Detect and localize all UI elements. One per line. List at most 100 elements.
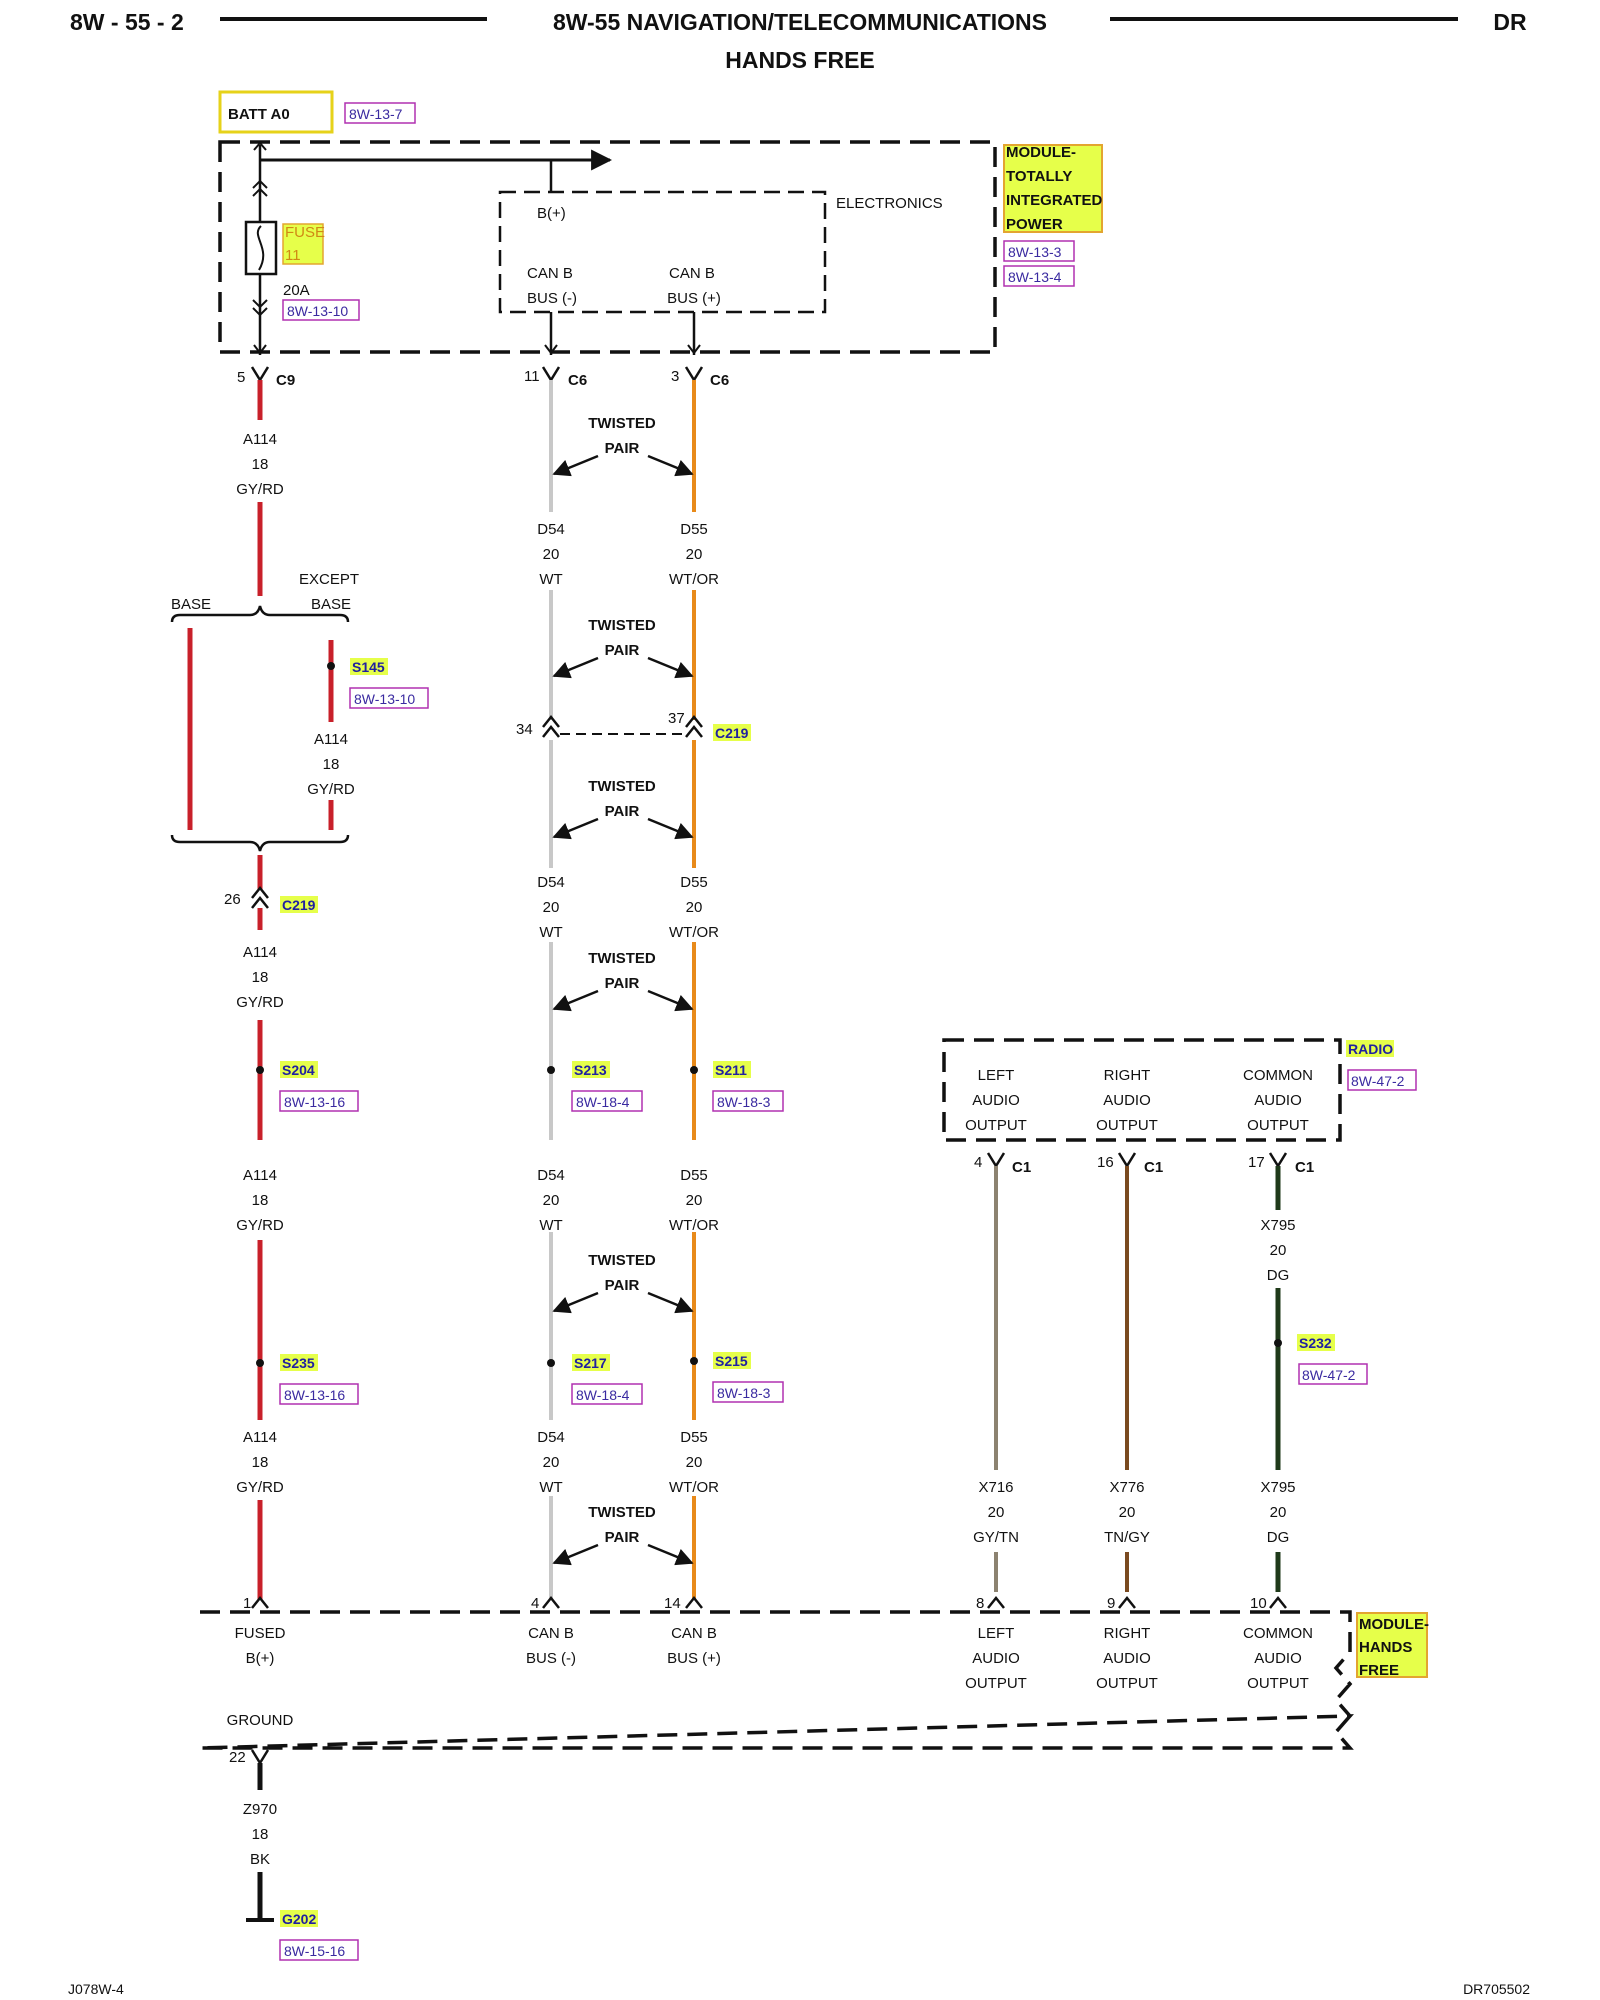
svg-text:AUDIO: AUDIO bbox=[1103, 1650, 1151, 1667]
s204-ref-link[interactable]: 8W-13-16 bbox=[284, 1094, 345, 1110]
electronics-bplus: B(+) bbox=[537, 205, 566, 222]
c219-can-pin-minus: 34 bbox=[516, 721, 533, 738]
fuse-ref-box[interactable] bbox=[282, 299, 360, 321]
s204-name: S204 bbox=[282, 1062, 315, 1078]
svg-text:A114: A114 bbox=[243, 944, 277, 961]
fuse-label: FUSE 11 bbox=[285, 224, 329, 264]
svg-text:COMMON: COMMON bbox=[1243, 1625, 1313, 1642]
s211-ref-box[interactable] bbox=[712, 1090, 784, 1112]
c219-can-minus-icon bbox=[542, 714, 560, 738]
s232-name: S232 bbox=[1299, 1335, 1332, 1351]
ground-pin: 22 bbox=[229, 1749, 246, 1766]
svg-text:GY/RD: GY/RD bbox=[236, 1217, 284, 1234]
radio-ref-box[interactable] bbox=[1347, 1069, 1417, 1091]
batt-ref-link[interactable]: 8W-13-7 bbox=[349, 106, 403, 122]
s145-ref-link[interactable]: 8W-13-10 bbox=[354, 691, 415, 707]
s232-ref-link[interactable]: 8W-47-2 bbox=[1302, 1367, 1356, 1383]
svg-text:A114: A114 bbox=[314, 731, 348, 748]
tipm-ref-link-1[interactable]: 8W-13-3 bbox=[1008, 244, 1062, 260]
s213-name: S213 bbox=[574, 1062, 607, 1078]
footer-right-code: DR705502 bbox=[1463, 1981, 1530, 1997]
svg-text:PAIR: PAIR bbox=[605, 803, 640, 820]
svg-text:X795: X795 bbox=[1260, 1217, 1295, 1234]
s145-ref-box[interactable] bbox=[349, 687, 429, 709]
svg-text:20: 20 bbox=[686, 1192, 703, 1209]
svg-text:WT/OR: WT/OR bbox=[669, 571, 719, 588]
svg-text:X716: X716 bbox=[978, 1479, 1013, 1496]
c219-can-name-box bbox=[713, 724, 751, 741]
svg-text:OUTPUT: OUTPUT bbox=[1096, 1117, 1158, 1134]
g202-name-box bbox=[280, 1910, 318, 1927]
s217-ref-box[interactable] bbox=[571, 1383, 643, 1405]
svg-text:TN/GY: TN/GY bbox=[1104, 1529, 1150, 1546]
svg-text:18: 18 bbox=[252, 969, 269, 986]
page-subtitle: HANDS FREE bbox=[725, 47, 875, 73]
batt-ref-box[interactable] bbox=[344, 102, 416, 124]
s232-ref-box[interactable] bbox=[1298, 1363, 1368, 1385]
twisted-pair-2: TWISTED PAIR bbox=[552, 617, 694, 679]
svg-text:OUTPUT: OUTPUT bbox=[1247, 1675, 1309, 1692]
svg-text:D55: D55 bbox=[680, 521, 708, 538]
c9-name: C9 bbox=[276, 372, 295, 389]
svg-text:Z970: Z970 bbox=[243, 1801, 277, 1818]
tipm-ref-link-2[interactable]: 8W-13-4 bbox=[1008, 269, 1062, 285]
radio-c1-right-icon bbox=[1117, 1152, 1137, 1169]
s215-ref-box[interactable] bbox=[712, 1381, 784, 1403]
c6-minus-name: C6 bbox=[568, 372, 587, 389]
svg-text:D55: D55 bbox=[680, 1167, 708, 1184]
s211-name-box bbox=[713, 1061, 751, 1078]
ground-pin-icon bbox=[250, 1749, 270, 1766]
s204-ref-box[interactable] bbox=[279, 1090, 359, 1112]
s217-ref-link[interactable]: 8W-18-4 bbox=[576, 1387, 630, 1403]
s215-ref-link[interactable]: 8W-18-3 bbox=[717, 1385, 771, 1401]
hf-pin-9: 9 bbox=[1107, 1595, 1115, 1612]
svg-text:CAN B: CAN B bbox=[528, 1625, 574, 1642]
s215-name-box bbox=[713, 1352, 751, 1369]
hf-pin-8: 8 bbox=[976, 1595, 984, 1612]
batt-a0-label: BATT A0 bbox=[228, 106, 290, 123]
g202-ref-box[interactable] bbox=[279, 1939, 359, 1961]
svg-text:WT/OR: WT/OR bbox=[669, 1217, 719, 1234]
s211-ref-link[interactable]: 8W-18-3 bbox=[717, 1094, 771, 1110]
hf-pin-4: 4 bbox=[531, 1595, 539, 1612]
s215-splice-dot bbox=[690, 1357, 698, 1365]
region-code: DR bbox=[1493, 9, 1527, 35]
svg-text:PAIR: PAIR bbox=[605, 1529, 640, 1546]
svg-text:GY/RD: GY/RD bbox=[236, 994, 284, 1011]
tipm-ref-box-1[interactable] bbox=[1003, 240, 1075, 262]
svg-text:LEFT: LEFT bbox=[978, 1625, 1015, 1642]
svg-text:18: 18 bbox=[252, 1454, 269, 1471]
svg-text:TWISTED: TWISTED bbox=[588, 617, 656, 634]
s213-ref-link[interactable]: 8W-18-4 bbox=[576, 1094, 630, 1110]
fuse-ref-link[interactable]: 8W-13-10 bbox=[287, 303, 348, 319]
s213-ref-box[interactable] bbox=[571, 1090, 643, 1112]
svg-text:DG: DG bbox=[1267, 1529, 1290, 1546]
svg-text:WT/OR: WT/OR bbox=[669, 1479, 719, 1496]
svg-text:OUTPUT: OUTPUT bbox=[965, 1675, 1027, 1692]
s217-name: S217 bbox=[574, 1355, 607, 1371]
tipm-ref-box-2[interactable] bbox=[1003, 265, 1075, 287]
hf-name: MODULE- HANDS FREE bbox=[1359, 1616, 1433, 1679]
svg-text:PAIR: PAIR bbox=[605, 642, 640, 659]
s235-ref-link[interactable]: 8W-13-16 bbox=[284, 1387, 345, 1403]
radio-ref-link[interactable]: 8W-47-2 bbox=[1351, 1073, 1405, 1089]
c219-power-icon bbox=[251, 885, 269, 909]
g202-ref-link[interactable]: 8W-15-16 bbox=[284, 1943, 345, 1959]
hf-pin-4-icon bbox=[542, 1595, 560, 1609]
s235-ref-box[interactable] bbox=[279, 1383, 359, 1405]
radio-c1-common-name: C1 bbox=[1295, 1159, 1314, 1176]
svg-text:BUS (+): BUS (+) bbox=[667, 1650, 721, 1667]
